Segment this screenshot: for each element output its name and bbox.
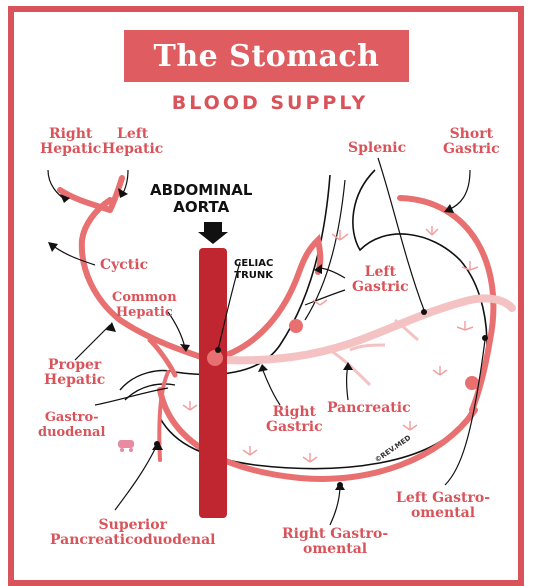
abdominal-aorta [199, 248, 227, 518]
label-pancreatic: Pancreatic [327, 400, 411, 416]
left-hepatic-artery [107, 175, 125, 213]
right-hepatic-artery [57, 187, 113, 213]
label-short-gastric: Short Gastric [443, 126, 500, 157]
aorta-arrow [198, 222, 228, 244]
label-common-hepatic: Common Hepatic [112, 290, 177, 320]
celiac-trunk-node [207, 350, 223, 366]
label-abdominal-aorta: ABDOMINAL AORTA [150, 181, 253, 216]
left-gastric-node [289, 319, 303, 333]
label-gastroduodenal: Gastro- duodenal [38, 410, 106, 440]
stomach-inner-line [304, 179, 346, 321]
marker-dots [154, 309, 488, 488]
label-celiac-trunk: CELIAC TRUNK [234, 258, 274, 281]
stomach-diagram [47, 157, 516, 526]
label-superior-pancreaticoduodenal: Superior Pancreaticoduodenal [50, 517, 216, 548]
splenic-artery [221, 294, 516, 365]
label-splenic: Splenic [348, 140, 407, 156]
title-banner [124, 30, 409, 82]
label-left-hepatic: Left Hepatic [102, 126, 164, 157]
label-proper-hepatic: Proper Hepatic [44, 357, 106, 388]
right-gastroomental-artery [157, 387, 478, 482]
watermark-logo [118, 440, 134, 452]
splenic-node [465, 376, 479, 390]
pancreatic-branches [329, 318, 419, 387]
label-left-gastric: Left Gastric [352, 264, 409, 295]
left-gastroomental-artery [397, 195, 497, 413]
stomach-body [156, 198, 500, 484]
label-right-hepatic: Right Hepatic [40, 126, 102, 157]
label-left-gastroomental: Left Gastro- omental [396, 490, 491, 521]
label-right-gastroomental: Right Gastro- omental [282, 526, 389, 557]
left-gastric-artery [215, 233, 324, 361]
label-right-gastric: Right Gastric [266, 404, 323, 435]
vessel-sprigs [182, 226, 479, 463]
page-subtitle: BLOOD SUPPLY [171, 92, 369, 114]
label-cyctic: Cyctic [100, 257, 149, 273]
proper-hepatic-artery [147, 337, 178, 378]
common-hepatic-artery [78, 197, 213, 363]
page-title: The Stomach [153, 38, 380, 74]
